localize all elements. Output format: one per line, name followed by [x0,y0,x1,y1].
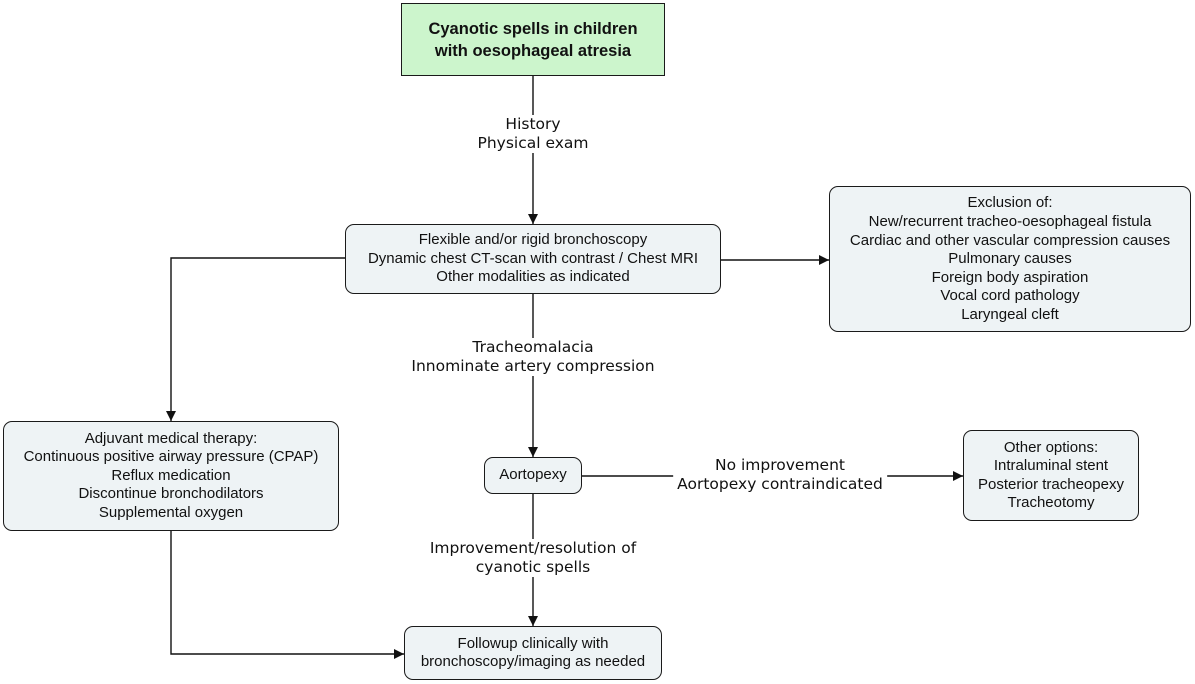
edge-label-tracheomalacia: Tracheomalacia Innominate artery compres… [407,338,659,376]
node-heading: Other options: [1003,438,1099,456]
node-text: Other modalities as indicated [436,268,630,286]
node-text: Cyanotic spells in children [428,19,638,38]
node-text: with oesophageal atresia [434,41,632,60]
edge-label-text: Physical exam [477,134,589,152]
edge-label-text: No improvement [714,456,845,474]
node-text: Followup clinically with [457,634,609,652]
node-text: Dynamic chest CT-scan with contrast / Ch… [367,249,699,267]
node-text: Foreign body aspiration [931,268,1089,286]
node-text: Reflux medication [111,466,231,484]
followup-node: Followup clinically with bronchoscopy/im… [404,626,662,680]
arrow-investigations-to-medical [166,257,345,421]
node-text: Aortopexy [499,466,567,484]
medical-therapy-node: Adjuvant medical therapy: Continuous pos… [3,421,339,531]
node-text: Supplemental oxygen [98,503,244,521]
node-text: Cardiac and other vascular compression c… [849,231,1171,249]
node-text: Intraluminal stent [993,457,1109,474]
node-text: Posterior tracheopexy [978,475,1124,493]
edge-label-text: Aortopexy contraindicated [677,475,883,493]
edge-label-no-improvement: No improvement Aortopexy contraindicated [673,456,887,494]
edge-label-text: Innominate artery compression [411,357,655,375]
arrow-medical-to-followup [170,531,404,659]
node-text: Laryngeal cleft [961,305,1059,323]
node-text: Pulmonary causes [948,250,1072,268]
investigations-node: Flexible and/or rigid bronchoscopy Dynam… [345,224,721,294]
node-heading: Exclusion of: [967,193,1053,211]
edge-label-history: History Physical exam [473,115,593,153]
edge-label-text: History [505,115,561,133]
node-text: Tracheotomy [1007,494,1095,511]
node-text: Continuous positive airway pressure (CPA… [23,448,319,466]
node-text: New/recurrent tracheo-oesophageal fistul… [868,213,1152,231]
edge-label-text: Tracheomalacia [472,338,594,356]
node-text: Discontinue bronchodilators [78,485,264,503]
edge-label-improvement: Improvement/resolution of cyanotic spell… [425,539,641,577]
node-text: Vocal cord pathology [940,287,1080,305]
aortopexy-node: Aortopexy [484,457,582,494]
start-node: Cyanotic spells in children with oesopha… [401,3,665,76]
node-text: Flexible and/or rigid bronchoscopy [418,231,648,249]
other-options-node: Other options: Intraluminal stent Poster… [963,430,1139,521]
edge-label-text: cyanotic spells [475,558,591,576]
edge-label-text: Improvement/resolution of [429,539,637,557]
exclusion-node: Exclusion of: New/recurrent tracheo-oeso… [829,186,1191,332]
node-text: bronchoscopy/imaging as needed [420,653,646,670]
node-heading: Adjuvant medical therapy: [84,429,258,447]
